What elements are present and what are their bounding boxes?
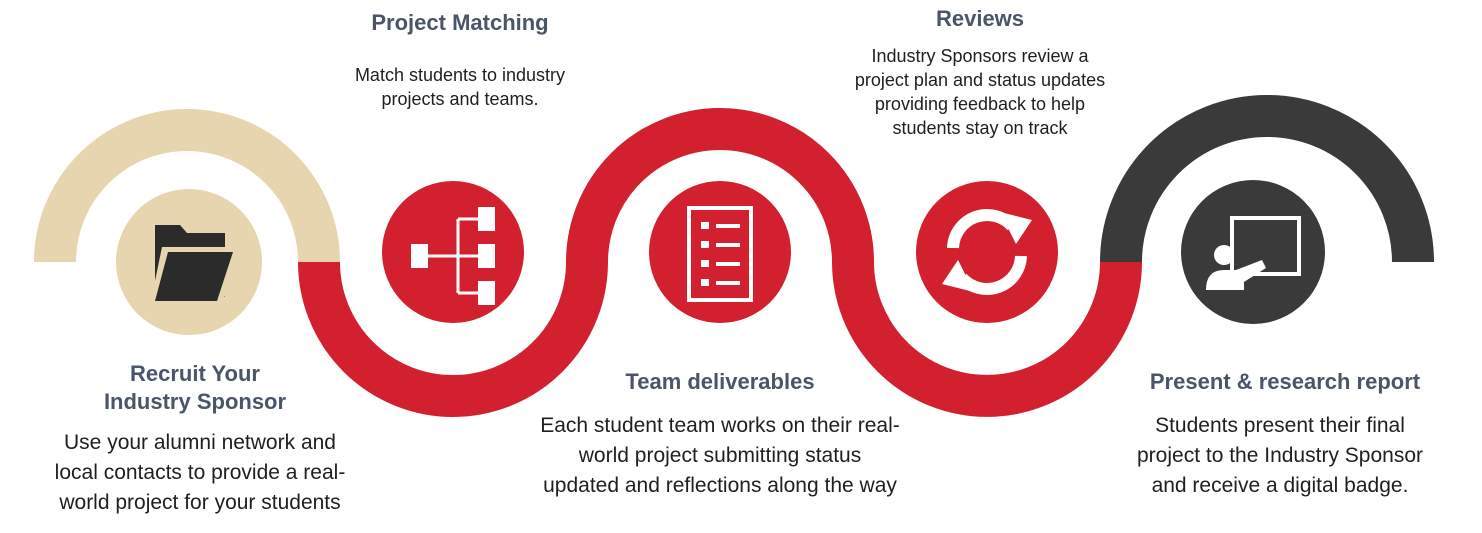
title-line: Team deliverables (625, 369, 815, 394)
step-desc-reviews: Industry Sponsors review a project plan … (820, 44, 1140, 140)
desc-line: projects and teams. (381, 89, 539, 109)
desc-line: providing feedback to help (874, 94, 1086, 114)
desc-line: world project submitting status (578, 444, 862, 467)
arc-matching (298, 261, 608, 417)
title-line: Industry Sponsor (103, 389, 287, 414)
folder-icon (150, 225, 240, 305)
node-present (1181, 180, 1325, 324)
step-desc-deliverables: Each student team works on their real- w… (460, 411, 980, 501)
title-line: Reviews (935, 6, 1025, 31)
node-matching (382, 181, 524, 323)
node-deliverables (649, 181, 791, 323)
desc-line: Match students to industry (354, 65, 566, 85)
step-title-matching: Project Matching (300, 9, 620, 37)
desc-line: world project for your students (59, 491, 341, 514)
arc-deliverables (566, 108, 874, 263)
desc-line: project plan and status updates (854, 70, 1106, 90)
org-chart-icon (411, 207, 495, 305)
step-desc-matching: Match students to industry projects and … (300, 63, 620, 111)
arc-present (1100, 95, 1434, 263)
desc-line: Students present their final (1155, 414, 1405, 437)
step-title-deliverables: Team deliverables (560, 368, 880, 396)
desc-line: and receive a digital badge. (1151, 474, 1409, 497)
desc-line: project to the Industry Sponsor (1137, 444, 1423, 467)
desc-line: local contacts to provide a real- (54, 461, 346, 484)
desc-line: students stay on track (892, 118, 1068, 138)
desc-line: Each student team works on their real- (540, 414, 900, 437)
title-line: Recruit Your (130, 361, 260, 386)
checklist-icon (687, 206, 753, 302)
desc-line: updated and reflections along the way (543, 474, 897, 497)
title-line: Project Matching (371, 10, 549, 35)
step-desc-recruit: Use your alumni network and local contac… (0, 428, 400, 518)
title-line: Present & research report (1149, 369, 1421, 394)
step-title-recruit: Recruit Your Industry Sponsor (60, 360, 330, 416)
presentation-icon (1206, 216, 1301, 290)
arc-reviews (832, 261, 1142, 417)
step-title-present: Present & research report (1095, 368, 1475, 396)
node-reviews (916, 181, 1058, 323)
step-desc-present: Students present their final project to … (1085, 411, 1475, 501)
arc-recruit (34, 109, 340, 263)
refresh-icon (942, 209, 1032, 295)
step-title-reviews: Reviews (860, 5, 1100, 33)
desc-line: Industry Sponsors review a (871, 46, 1089, 66)
desc-line: Use your alumni network and (64, 431, 336, 454)
